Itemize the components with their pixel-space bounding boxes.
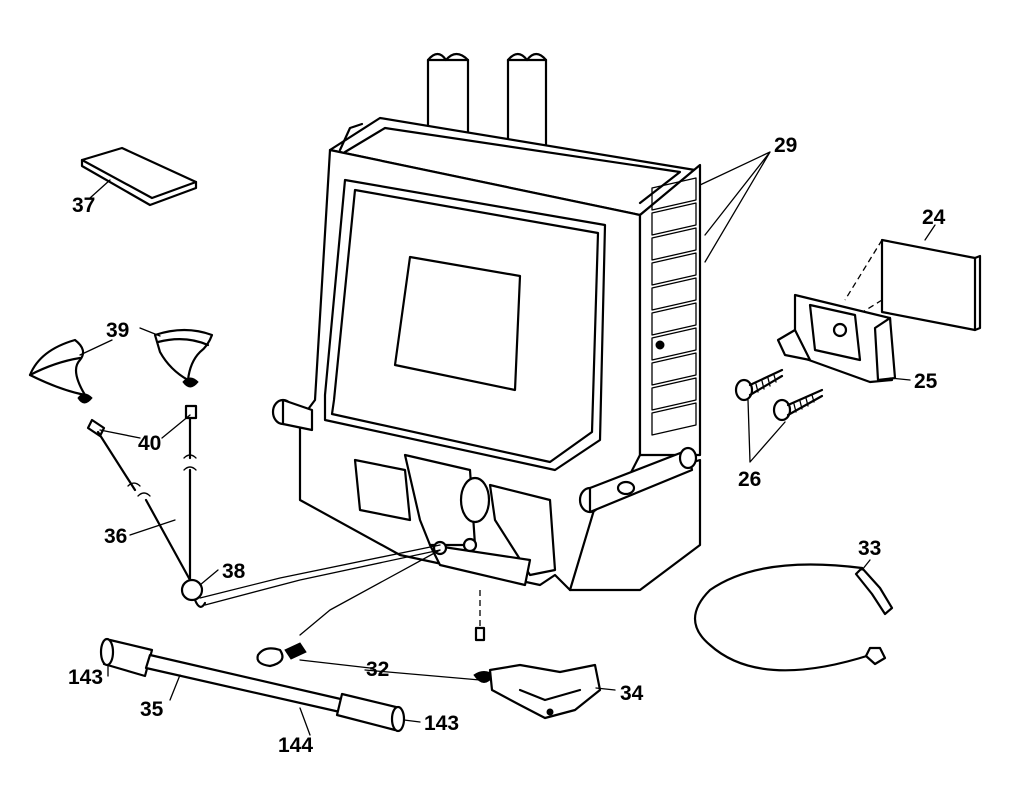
- label-33: 33: [858, 537, 881, 560]
- part-25-bracket: [776, 293, 897, 384]
- label-32: 32: [366, 658, 389, 681]
- part-34-foot-strap: [473, 663, 602, 720]
- part-labels: 37 29 24 25 26 33 39 40 36 38 32 34 143 …: [68, 134, 946, 757]
- label-143-right: 143: [424, 712, 459, 735]
- label-35: 35: [140, 698, 164, 721]
- label-38: 38: [222, 560, 246, 583]
- label-25: 25: [914, 370, 938, 393]
- label-36: 36: [104, 525, 127, 548]
- part-38-ring: [180, 544, 441, 608]
- weight-selector-slots: [651, 177, 697, 436]
- part-36-cables: [96, 416, 197, 582]
- part-26-screws: [734, 368, 824, 422]
- label-26: 26: [738, 468, 761, 491]
- label-34: 34: [620, 682, 644, 705]
- part-33-cable-loop: [694, 563, 894, 672]
- part-39-handles: [28, 328, 214, 397]
- label-29: 29: [774, 134, 797, 157]
- part-32-cable: [256, 549, 486, 668]
- main-housing: [271, 52, 702, 592]
- part-35-bar: [99, 637, 406, 733]
- label-40: 40: [138, 432, 161, 455]
- part-37-pad: [80, 146, 198, 207]
- label-24: 24: [922, 206, 946, 229]
- label-143-left: 143: [68, 666, 103, 689]
- label-144: 144: [278, 734, 313, 757]
- label-39: 39: [106, 319, 129, 342]
- callout-lines: [79, 151, 936, 736]
- part-40-springs: [77, 377, 199, 438]
- label-37: 37: [72, 194, 95, 217]
